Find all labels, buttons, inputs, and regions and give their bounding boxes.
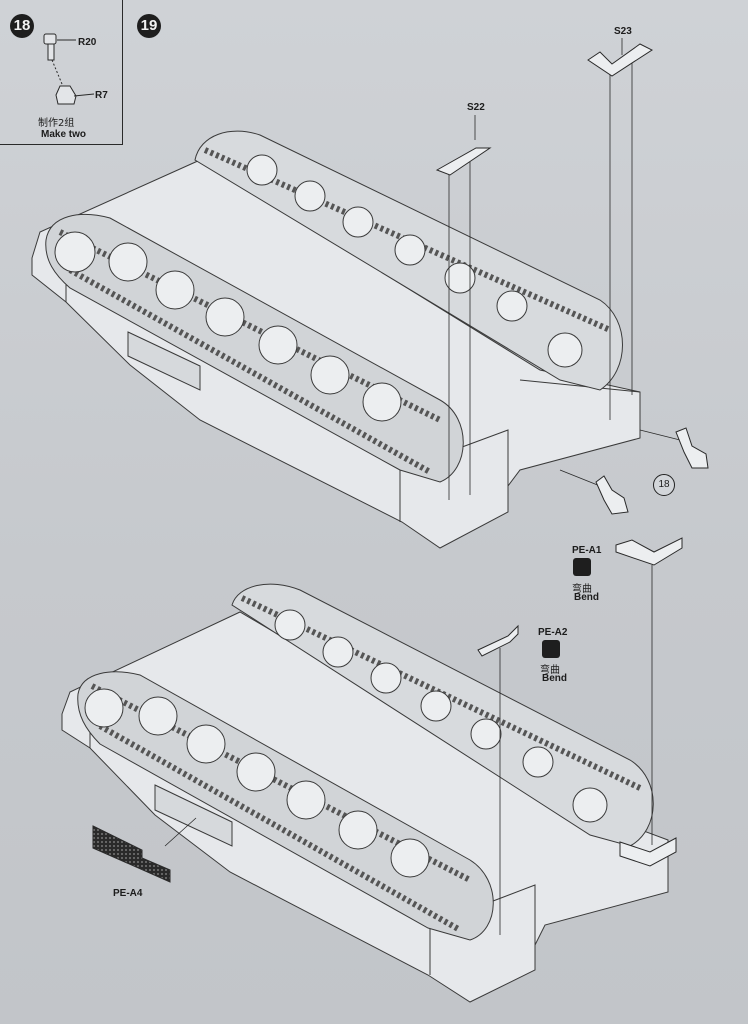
step-18-badge: 18 <box>10 14 34 38</box>
pe-a1-bend-cn: 弯曲 <box>572 584 592 595</box>
bend-icon <box>542 640 560 658</box>
upper-hull-drawing <box>31 38 709 549</box>
part-label-r7: R7 <box>95 90 108 101</box>
make-two-note-cn: 制作2组 <box>38 118 75 129</box>
part-label-s22: S22 <box>467 102 485 113</box>
pe-a4-label: PE-A4 <box>113 888 143 899</box>
lower-hull-drawing <box>61 537 683 1003</box>
pe-a1-label: PE-A1 <box>572 545 602 556</box>
step-18-part-drawing <box>43 33 95 105</box>
step-18-reference: 18 <box>653 474 675 496</box>
part-label-s23: S23 <box>614 26 632 37</box>
bend-icon <box>573 558 591 576</box>
pe-a2-bend-en: Bend <box>542 673 567 684</box>
step-18-panel <box>0 0 123 145</box>
pe-a2-bend-cn: 弯曲 <box>540 665 560 676</box>
make-two-note-en: Make two <box>41 129 87 140</box>
step-19-badge: 19 <box>137 14 161 38</box>
pe-a2-label: PE-A2 <box>538 627 568 638</box>
part-label-r20: R20 <box>78 37 97 48</box>
pe-a1-bend-en: Bend <box>574 592 599 603</box>
